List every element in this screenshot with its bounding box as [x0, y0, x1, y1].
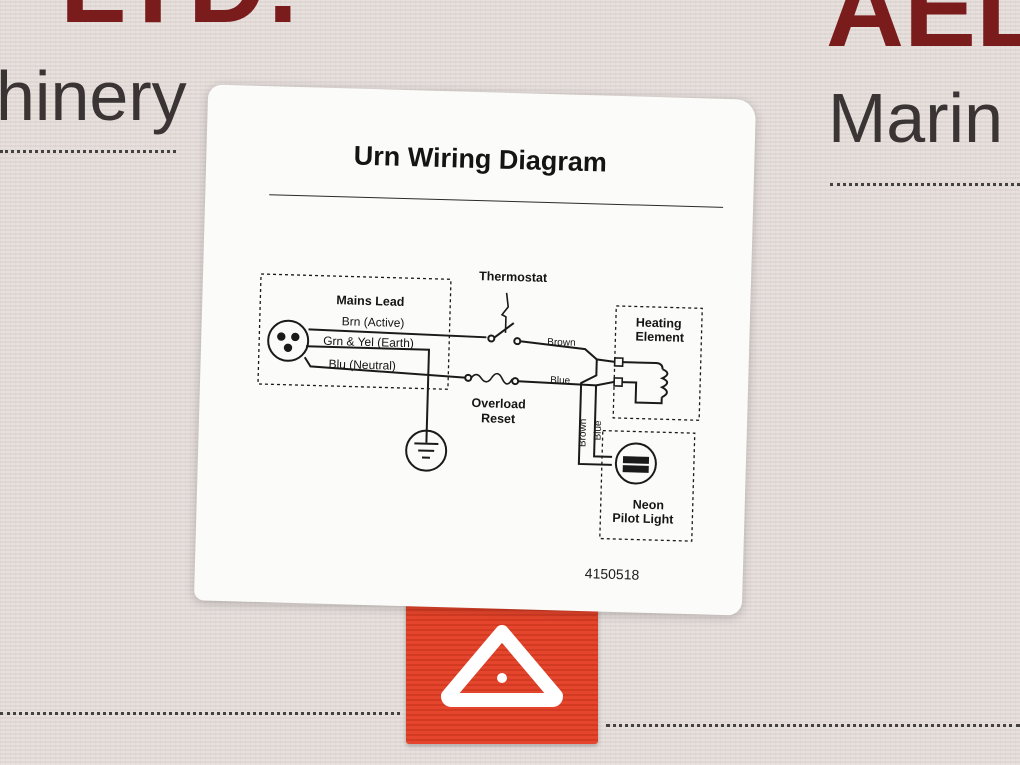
- part-number: 4150518: [584, 565, 640, 583]
- grn-yel-earth-label: Grn & Yel (Earth): [323, 334, 414, 351]
- brown-wire-to-neon: [577, 359, 612, 466]
- thermostat-switch: [493, 322, 515, 339]
- logo-triangle-icon: [441, 625, 563, 707]
- background-word-left: hinery: [0, 57, 187, 135]
- element-label: Element: [635, 329, 685, 344]
- heating-label: Heating: [636, 315, 682, 330]
- blue-wire-to-neon: [593, 385, 613, 458]
- background-dotted-rule-bottom-right: [606, 724, 1020, 727]
- wiring-diagram-sticker: Urn Wiring Diagram: [193, 84, 757, 616]
- brown-wire-label: Brown: [547, 337, 576, 349]
- blu-neutral-label: Blu (Neutral): [328, 357, 396, 373]
- neon-pilot-light-box: [599, 429, 696, 542]
- blue-vertical-wire-label: Blue: [593, 420, 605, 441]
- brn-active-label: Brn (Active): [342, 314, 405, 330]
- pilot-light-label: Pilot Light: [612, 511, 674, 527]
- mains-lead-label: Mains Lead: [336, 293, 404, 309]
- brown-wire-to-element: [520, 340, 615, 363]
- thermostat-label: Thermostat: [479, 269, 548, 285]
- background-dotted-rule-top-right: [830, 183, 1020, 186]
- neon-lamp-symbol: [614, 442, 657, 485]
- reset-label: Reset: [481, 411, 516, 426]
- red-brand-tag: [406, 600, 598, 744]
- brown-vertical-wire-label: Brown: [577, 419, 589, 448]
- plug-symbol: [267, 319, 310, 362]
- wiring-schematic: Mains Lead Brn (Active) Grn & Yel (Earth…: [257, 269, 703, 542]
- background-company-text-right: AEL: [826, 0, 1020, 69]
- thermostat-actuator: [500, 292, 510, 333]
- background-dotted-rule-bottom-left: [0, 712, 400, 715]
- background-dotted-rule-top-left: [0, 150, 176, 153]
- earth-wire: [306, 345, 431, 431]
- overload-fuse-symbol: [490, 372, 513, 385]
- blue-wire-label: Blue: [550, 375, 571, 387]
- background-word-right: Marin: [828, 79, 1004, 157]
- heating-element-box: [612, 305, 703, 421]
- heating-coil-symbol: [659, 368, 669, 399]
- neutral-wire: [303, 356, 469, 379]
- background-company-text-left: LTD.: [60, 0, 300, 47]
- neon-label: Neon: [633, 497, 665, 512]
- overload-label: Overload: [471, 396, 526, 412]
- active-wire: [308, 328, 487, 339]
